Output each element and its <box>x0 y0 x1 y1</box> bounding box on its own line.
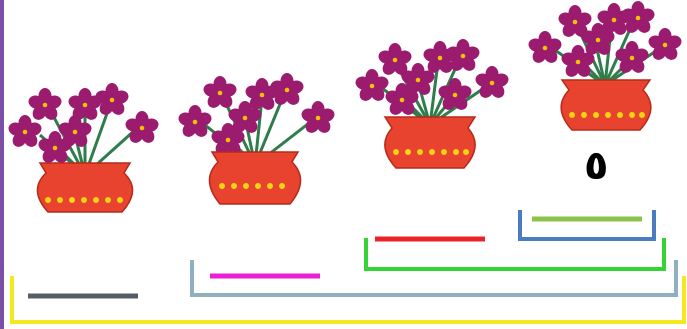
vase <box>208 151 302 205</box>
flower-pot-4 <box>526 1 684 131</box>
flower-pot-1 <box>6 83 161 213</box>
numeral-label: ٥ <box>584 143 609 189</box>
flower <box>123 111 161 146</box>
flower <box>176 105 214 140</box>
flower-pot-3 <box>353 39 511 169</box>
flower <box>526 31 564 66</box>
flower <box>268 73 306 108</box>
flower <box>646 28 684 63</box>
flower <box>473 66 511 101</box>
flower-pot-2 <box>176 73 337 205</box>
flower <box>353 69 391 104</box>
vase <box>560 79 652 131</box>
bracket-yellow <box>10 276 686 324</box>
bracket-blue <box>518 210 656 241</box>
bracket-green <box>364 238 666 271</box>
bracket-gray-blue <box>190 260 678 297</box>
flower <box>26 88 64 123</box>
vase <box>36 162 134 213</box>
vase <box>383 116 477 169</box>
flower <box>6 115 44 150</box>
flower <box>201 76 239 111</box>
flower <box>299 101 337 136</box>
flower <box>93 83 131 118</box>
left-border <box>0 0 4 329</box>
